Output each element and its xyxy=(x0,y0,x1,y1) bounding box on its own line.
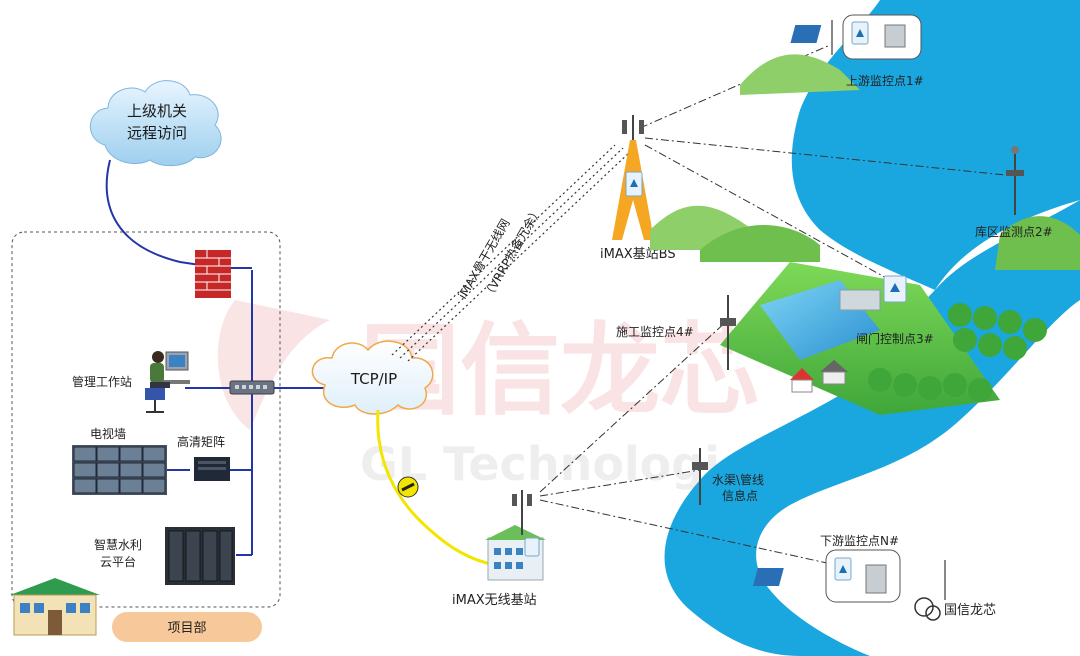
upstream-label: 上游监控点1# xyxy=(846,74,924,88)
hd-matrix-label: 高清矩阵 xyxy=(177,434,225,449)
tcpip-label: TCP/IP xyxy=(350,370,397,388)
hd-matrix-icon xyxy=(194,457,230,481)
backbone-link xyxy=(391,144,632,362)
switch-icon xyxy=(229,380,275,395)
gate-site xyxy=(883,275,907,303)
base-bs-label: iMAX基站BS xyxy=(600,247,676,262)
cloud-top-line2: 远程访问 xyxy=(127,124,187,142)
fiber-link xyxy=(376,409,496,567)
tcpip-cloud: TCP/IP xyxy=(311,340,434,415)
lan-links xyxy=(105,159,325,556)
workstation-label: 管理工作站 xyxy=(72,374,132,389)
wireless-base-icon xyxy=(485,490,546,581)
canal-label-1: 水渠\管线 xyxy=(712,472,764,487)
downstream-site xyxy=(752,549,946,603)
firewall-icon xyxy=(195,250,231,298)
server-rack-icon xyxy=(165,527,235,585)
trees xyxy=(868,303,1047,402)
wireless-base-label: iMAX无线基站 xyxy=(452,593,537,608)
cloud-platform-label-1: 智慧水利 xyxy=(94,537,142,552)
remote-access-cloud: 上级机关 远程访问 xyxy=(89,80,222,167)
reservoir-label: 库区监测点2# xyxy=(975,224,1053,239)
hills xyxy=(650,54,1080,270)
building-icon xyxy=(10,578,100,636)
downstream-label: 下游监控点N# xyxy=(820,534,899,548)
project-panel xyxy=(11,231,281,608)
upstream-site xyxy=(790,14,922,60)
watermark: 国信龙芯 GL Technologies xyxy=(217,300,779,491)
cloud-platform-label-2: 云平台 xyxy=(100,554,136,569)
canal-label-2: 信息点 xyxy=(722,488,758,503)
brand-tag: 国信龙芯 xyxy=(914,597,996,621)
project-dept-label: 项目部 xyxy=(167,621,206,636)
brand-label: 国信龙芯 xyxy=(944,603,996,618)
construction-site xyxy=(720,295,736,370)
river xyxy=(664,0,1080,656)
project-dept-badge xyxy=(112,612,262,642)
gate-label: 闸门控制点3# xyxy=(856,331,934,346)
construction-label: 施工监控点4# xyxy=(616,325,694,339)
tv-wall-label: 电视墙 xyxy=(90,426,126,441)
cloud-top-line1: 上级机关 xyxy=(127,102,187,120)
base-station-bs-icon xyxy=(612,115,654,240)
canal-site xyxy=(692,448,708,505)
tv-wall-icon xyxy=(72,445,167,495)
reservoir-site xyxy=(1006,146,1024,215)
workstation-icon xyxy=(145,351,190,413)
